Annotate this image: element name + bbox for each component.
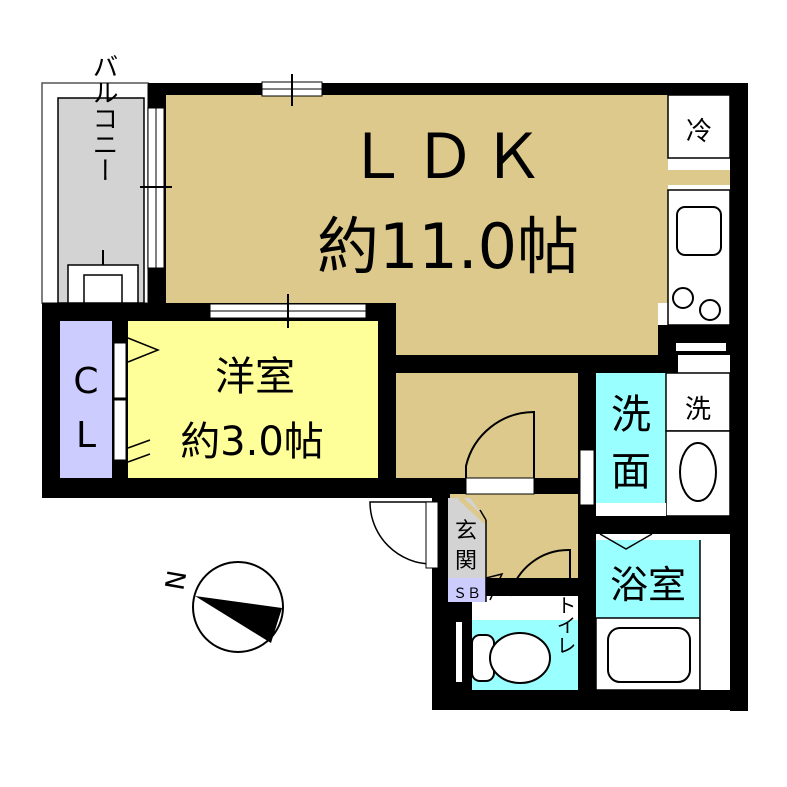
entrance-label-2: 関	[455, 549, 477, 574]
balcony-label: バルコニー	[88, 53, 118, 183]
toilet-door-icon	[509, 548, 571, 597]
ldk-label: ＬＤＫ	[346, 120, 550, 193]
washroom-label-1: 洗	[611, 392, 651, 438]
bathtub-icon	[607, 627, 691, 683]
balcony	[41, 82, 149, 304]
closet-door-icon	[127, 439, 151, 463]
closet-door-icon	[127, 337, 161, 363]
western-room-size-label: 約3.0帖	[180, 419, 324, 465]
room-closet	[60, 321, 112, 478]
room-bathroom	[596, 540, 700, 618]
kitchen-column	[667, 94, 731, 351]
hallway-door-icon	[465, 410, 535, 478]
washer-space-label-bg	[665, 372, 731, 432]
toilet-label: トイレ	[553, 595, 577, 655]
bathroom-label: 浴室	[610, 563, 686, 607]
front-door-icon	[369, 501, 433, 565]
bath-door-icon	[599, 533, 653, 550]
stove-burner-icon	[672, 287, 694, 309]
sink-icon	[676, 206, 722, 256]
window-balcony	[140, 107, 172, 269]
closet-label-c: C	[73, 361, 98, 402]
western-room-label: 洋室	[215, 354, 295, 400]
room-ldk	[166, 95, 730, 355]
room-western	[128, 321, 378, 478]
north-label: N	[161, 568, 194, 592]
stove-burner-icon	[699, 299, 721, 321]
entrance-label-1: 玄	[455, 519, 477, 544]
compass: N	[161, 561, 284, 653]
washer-label: 洗	[685, 395, 711, 425]
entrance	[448, 496, 504, 602]
window-top	[261, 74, 323, 106]
washroom-label-2: 面	[611, 449, 651, 495]
hallway-floor	[396, 373, 578, 478]
closet-label-l: L	[76, 415, 96, 456]
room-washroom	[596, 373, 666, 516]
toilet-icon	[489, 632, 551, 684]
north-arrow-icon	[195, 596, 282, 643]
shoebox-label: ＳＢ	[453, 586, 481, 602]
washbasin-icon	[679, 442, 717, 502]
shoebox-door-icon	[485, 572, 504, 601]
ldk-size-label: 約11.0帖	[317, 210, 579, 283]
fridge-label: 冷	[686, 117, 712, 147]
window-western	[209, 294, 367, 328]
